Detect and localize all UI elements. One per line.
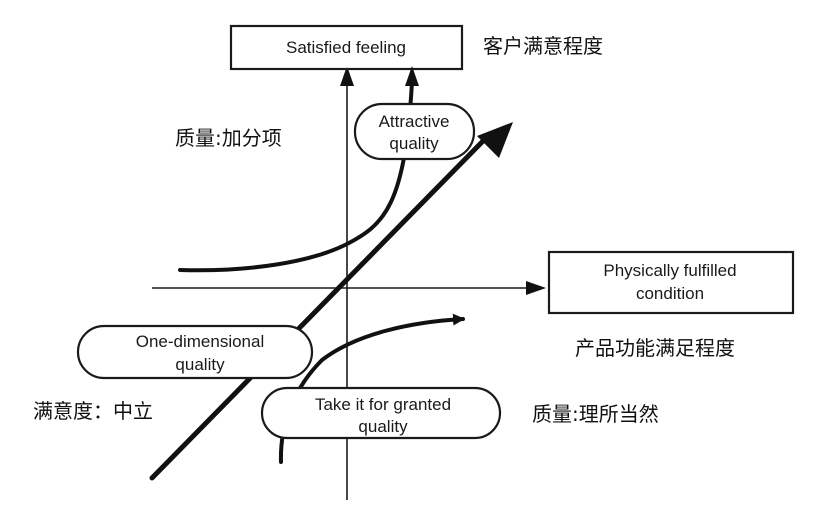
y-axis-box — [229, 24, 464, 71]
one-dimensional-quality-line — [149, 137, 487, 481]
must-be-cn: 质量:理所当然 — [532, 402, 659, 426]
attractive-quality-label-line2: quality — [389, 134, 439, 153]
attractive-quality-cn: 质量:加分项 — [175, 126, 282, 150]
x-axis-box — [547, 250, 795, 315]
x-axis-cn-label: 产品功能满足程度 — [575, 336, 735, 360]
must-be-label-line2: quality — [358, 417, 408, 436]
y-axis-box-label: Satisfied feeling — [286, 38, 406, 57]
y-axis-cn-label: 客户满意程度 — [483, 34, 603, 58]
one-dimensional-label-line1: One-dimensional — [136, 332, 265, 351]
x-axis-box-label-line2: condition — [636, 284, 704, 303]
attractive-quality-label-line1: Attractive — [379, 112, 450, 131]
one-dimensional-cn: 满意度：中立 — [33, 399, 153, 423]
one-dimensional-quality-pill — [76, 324, 314, 380]
x-axis-arrowhead — [526, 281, 546, 295]
attractive-quality-curve — [178, 80, 414, 273]
must-be-quality-pill — [260, 386, 502, 440]
must-be-label-line1: Take it for granted — [315, 395, 451, 414]
attractive-quality-pill — [353, 102, 476, 161]
one-dimensional-arrowhead — [477, 122, 513, 158]
x-axis-box-label-line1: Physically fulfilled — [603, 261, 736, 280]
one-dimensional-label-line2: quality — [175, 355, 225, 374]
attractive-curve-arrowhead — [405, 66, 419, 86]
y-axis-arrowhead — [340, 66, 354, 86]
